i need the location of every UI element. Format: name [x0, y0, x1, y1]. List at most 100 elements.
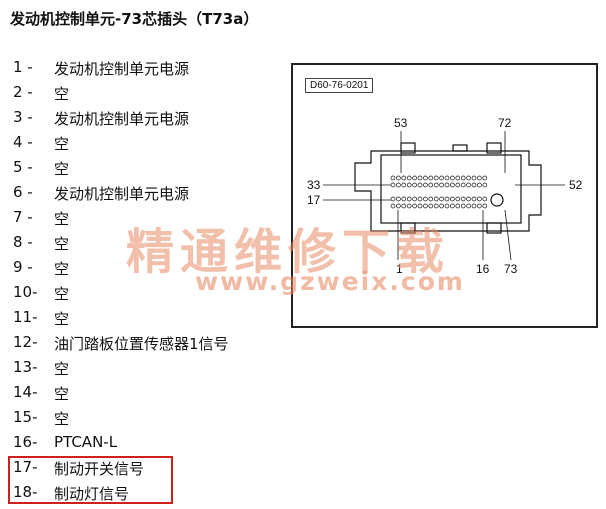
connector-pin [433, 203, 439, 209]
connector-pin [423, 196, 428, 202]
pin-description: 空 [54, 135, 70, 153]
connector-outline [354, 142, 542, 234]
connector-pin [417, 182, 423, 188]
connector-pin [471, 175, 477, 181]
connector-pin [455, 203, 461, 209]
page-title: 发动机控制单元-73芯插头（T73a） [10, 10, 259, 28]
pin-number: 11- [13, 308, 38, 326]
connector-pin [466, 196, 471, 202]
pin-grid [390, 175, 488, 209]
pin-number: 13- [13, 358, 38, 376]
connector-pin [482, 175, 488, 181]
connector-pin [466, 182, 471, 188]
connector-pin [390, 182, 396, 188]
connector-pin [460, 175, 466, 181]
connector-pin [444, 182, 450, 188]
connector-pin [455, 196, 461, 202]
connector-pin [455, 182, 461, 188]
label-73: 73 [504, 262, 518, 276]
connector-pin [417, 203, 423, 209]
connector-pin [412, 196, 417, 202]
connector-pin [450, 196, 455, 202]
connector-pin [412, 175, 417, 181]
connector-pin [396, 203, 401, 209]
connector-pin [455, 175, 461, 181]
connector-pin [482, 203, 488, 209]
pin-number: 1 - [13, 58, 33, 76]
connector-pin [450, 203, 455, 209]
connector-pin [401, 203, 407, 209]
connector-pin [406, 196, 412, 202]
connector-pin [390, 196, 396, 202]
pin-description: 空 [54, 310, 70, 328]
connector-pin [460, 203, 466, 209]
connector-pin [439, 182, 444, 188]
connector-pin [433, 196, 439, 202]
leader-lines [323, 131, 565, 261]
pin-description: PTCAN-L [54, 433, 118, 451]
pin-description: 发动机控制单元电源 [54, 185, 190, 203]
pin-number: 3 - [13, 108, 33, 126]
connector-pin [401, 196, 407, 202]
pin-number: 17- [13, 458, 38, 476]
pin-description: 空 [54, 285, 70, 303]
connector-pin [482, 196, 488, 202]
pin-number: 4 - [13, 133, 33, 151]
connector-pin [477, 203, 482, 209]
connector-pin [444, 175, 450, 181]
connector-pin [471, 196, 477, 202]
pin-number: 9 - [13, 258, 33, 276]
connector-pin [396, 196, 401, 202]
connector-pin [428, 203, 434, 209]
connector-pin [396, 175, 401, 181]
pin-number: 14- [13, 383, 38, 401]
connector-pin [439, 203, 444, 209]
connector-pin [477, 182, 482, 188]
pin-description: 空 [54, 260, 70, 278]
connector-pin [428, 196, 434, 202]
connector-pin [450, 175, 455, 181]
connector-pin [439, 196, 444, 202]
connector-pin [428, 182, 434, 188]
connector-pin [423, 182, 428, 188]
label-72: 72 [498, 116, 512, 130]
connector-pin [466, 175, 471, 181]
figure-code: D60-76-0201 [305, 78, 374, 93]
label-17: 17 [307, 193, 321, 207]
pin-description: 空 [54, 160, 70, 178]
highlight-box [8, 456, 173, 504]
pin-description: 空 [54, 360, 70, 378]
label-16: 16 [476, 262, 490, 276]
pin-description: 空 [54, 385, 70, 403]
pin-description: 油门踏板位置传感器1信号 [54, 335, 229, 353]
connector-pin [401, 175, 407, 181]
pin-description: 制动开关信号 [54, 460, 145, 478]
label-52: 52 [569, 178, 583, 192]
connector-figure: D60-76-0201 53 72 33 [291, 63, 598, 328]
pin-number: 7 - [13, 208, 33, 226]
connector-pin [471, 203, 477, 209]
connector-pin [444, 203, 450, 209]
pin-number: 5 - [13, 158, 33, 176]
pin-description: 制动灯信号 [54, 485, 130, 503]
connector-pin [460, 196, 466, 202]
pin-description: 空 [54, 85, 70, 103]
connector-pin [396, 182, 401, 188]
connector-pin [471, 182, 477, 188]
connector-pin [412, 182, 417, 188]
connector-pin [423, 175, 428, 181]
connector-pin [406, 175, 412, 181]
connector-pin [450, 182, 455, 188]
pin-number: 15- [13, 408, 38, 426]
connector-pin [390, 175, 396, 181]
connector-pin [433, 182, 439, 188]
pin-number: 18- [13, 483, 38, 501]
pin-description: 空 [54, 210, 70, 228]
pin-number: 10- [13, 283, 38, 301]
connector-pin [417, 196, 423, 202]
connector-pin [477, 196, 482, 202]
connector-pin [482, 182, 488, 188]
pin-number: 6 - [13, 183, 33, 201]
connector-pin [412, 203, 417, 209]
connector-drawing: 53 72 33 17 52 1 16 73 [307, 116, 583, 276]
